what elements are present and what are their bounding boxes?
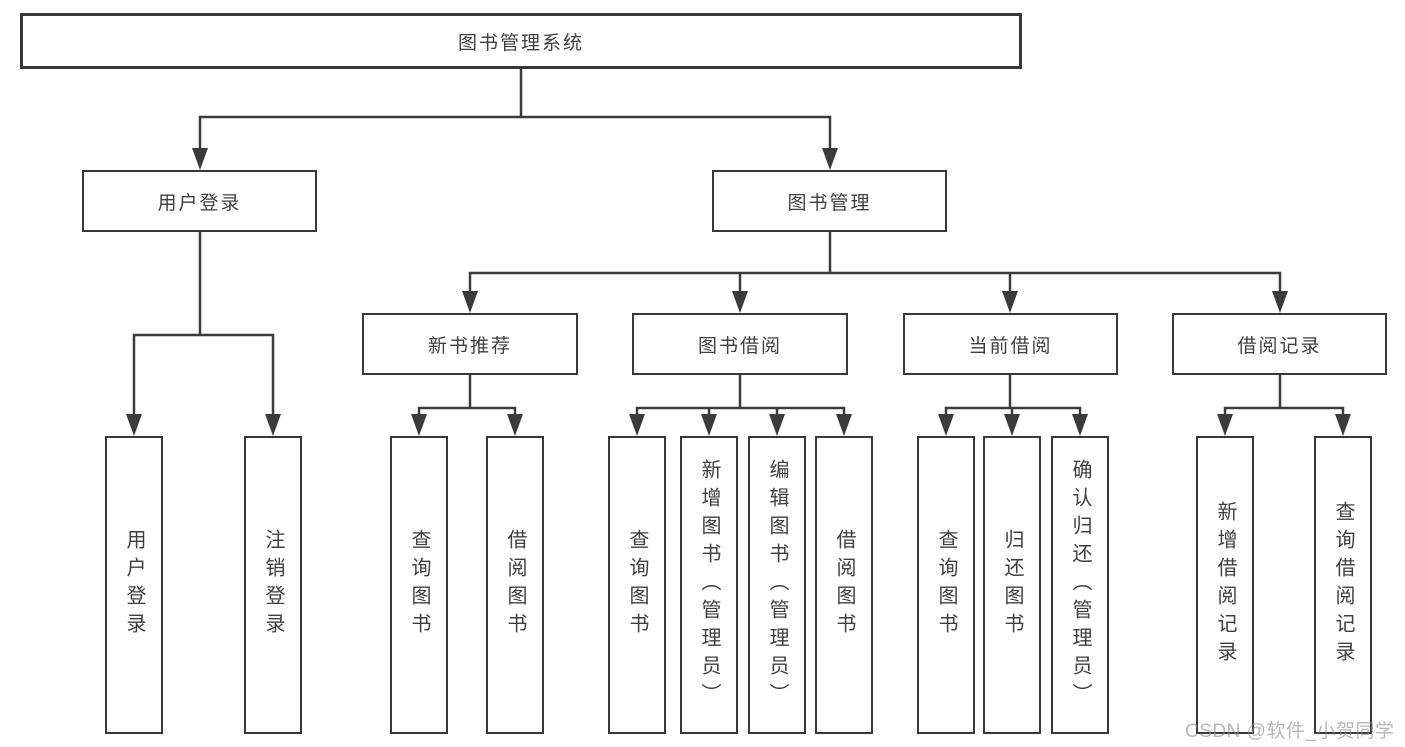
node-new-book-recommend: 新书推荐: [362, 313, 578, 375]
arrow-down-icon: [1072, 414, 1088, 436]
node-current-borrow: 当前借阅: [903, 313, 1118, 375]
arrow-down-icon: [822, 148, 838, 170]
arrow-down-icon: [938, 414, 954, 436]
arrow-down-icon: [701, 414, 717, 436]
elbow-line: [198, 67, 832, 150]
arrow-down-icon: [836, 414, 852, 436]
arrow-down-icon: [1335, 414, 1351, 436]
arrow-down-icon: [1272, 291, 1288, 313]
arrow-down-icon: [192, 148, 208, 170]
elbow-line: [944, 373, 1082, 416]
connector-new-book-recommend-to-leaves: [411, 373, 523, 436]
arrow-down-icon: [769, 414, 785, 436]
leaf-query-books-current: 查询图书: [917, 436, 975, 734]
elbow-line: [132, 230, 275, 416]
arrow-down-icon: [126, 414, 142, 436]
leaf-user-login: 用户登录: [105, 436, 163, 734]
node-book-management: 图书管理: [712, 170, 947, 232]
connector-current-borrow-to-leaves: [938, 373, 1088, 436]
leaf-add-borrow-record: 新增借阅记录: [1196, 436, 1254, 734]
node-borrow-records: 借阅记录: [1172, 313, 1387, 375]
leaf-return-book: 归还图书: [983, 436, 1041, 734]
arrow-down-icon: [629, 414, 645, 436]
leaf-borrow-books: 借阅图书: [815, 436, 873, 734]
node-library-management-system: 图书管理系统: [20, 13, 1022, 69]
connector-book-management-to-level3: [462, 230, 1288, 313]
connector-user-login-to-leaves: [126, 230, 281, 436]
arrow-down-icon: [1004, 414, 1020, 436]
leaf-query-books-borrow: 查询图书: [608, 436, 666, 734]
leaf-confirm-return-admin: 确认归还（管理员）: [1051, 436, 1109, 734]
connector-book-borrow-to-leaves: [629, 373, 852, 436]
arrow-down-icon: [411, 414, 427, 436]
connector-borrow-records-to-leaves: [1217, 373, 1351, 436]
arrow-down-icon: [1217, 414, 1233, 436]
arrow-down-icon: [732, 291, 748, 313]
leaf-query-borrow-record: 查询借阅记录: [1314, 436, 1372, 734]
leaf-edit-book-admin: 编辑图书（管理员）: [748, 436, 806, 734]
elbow-line: [1223, 373, 1345, 416]
leaf-query-books-recommend: 查询图书: [390, 436, 448, 734]
elbow-line: [635, 373, 846, 416]
node-book-borrow: 图书借阅: [632, 313, 848, 375]
elbow-line: [417, 373, 517, 416]
node-user-login: 用户登录: [82, 170, 317, 232]
arrow-down-icon: [507, 414, 523, 436]
arrow-down-icon: [462, 291, 478, 313]
arrow-down-icon: [1002, 291, 1018, 313]
leaf-logout: 注销登录: [244, 436, 302, 734]
leaf-add-book-admin: 新增图书（管理员）: [680, 436, 738, 734]
csdn-watermark: CSDN @软件_小贺同学: [1185, 721, 1395, 742]
arrow-down-icon: [265, 414, 281, 436]
leaf-borrow-books-recommend: 借阅图书: [486, 436, 544, 734]
elbow-line: [468, 230, 1282, 293]
connector-root-to-level2: [192, 67, 838, 170]
